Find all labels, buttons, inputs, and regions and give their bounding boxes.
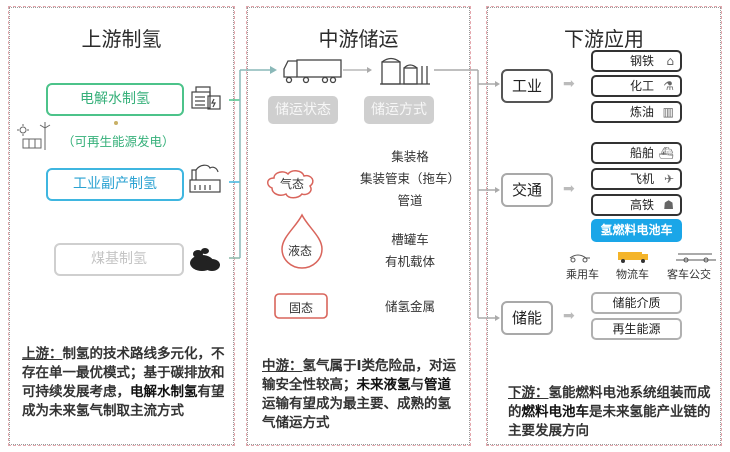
bus-icon (676, 253, 716, 263)
item-label: 炼油 (629, 105, 654, 119)
vehicle-bus: 客车公交 (667, 268, 711, 281)
solid-methods: 储氢金属 (355, 296, 465, 318)
method-item: 槽罐车 (391, 232, 429, 247)
item-label: 再生能源 (612, 322, 661, 336)
method-item: 有机载体 (384, 254, 435, 269)
airplane-icon: ✈ (663, 172, 674, 186)
item-chemical: 化工 ⚗ (591, 75, 682, 97)
item-steel: 钢铁 ⌂ (591, 50, 682, 72)
item-label: 钢铁 (629, 54, 654, 68)
midstream-note-bold2: 管道 (424, 377, 451, 393)
method-item: 管道 (397, 193, 423, 208)
upstream-note: 上游：制氢的技术路线多元化，不存在单一最优模式；基于碳排放和可持续发展考虑，电解… (22, 345, 227, 421)
state-solid-label: 固态 (289, 301, 314, 315)
train-icon: ☗ (663, 198, 674, 212)
upstream-panel: 上游制氢 (8, 6, 235, 446)
gas-methods: 集装格 集装管束（拖车） 管道 (355, 146, 465, 212)
category-transport: 交通 (501, 173, 553, 207)
tag-storage-method: 储运方式 (364, 96, 434, 124)
chemical-plant-icon: ⚗ (663, 79, 674, 93)
item-renewable-energy: 再生能源 (591, 318, 682, 340)
downstream-note-text1: 氢能燃料电池系统组装而成的 (508, 385, 711, 420)
midstream-note-text2: 运输有望成为最主要、成熟的氢气储运方式 (262, 396, 451, 431)
vehicle-logistics: 物流车 (616, 268, 649, 281)
downstream-note: 下游：氢能燃料电池系统组装而成的燃料电池车是未来氢能产业链的主要发展方向 (508, 384, 713, 441)
connector-dot (114, 121, 118, 125)
arrow-right-icon: ➡ (563, 181, 575, 197)
steel-plant-icon: ⌂ (666, 54, 674, 68)
vehicle-icons (569, 252, 716, 263)
midstream-title: 中游储运 (318, 27, 399, 51)
fuel-cell-vehicle-badge: 氢燃料电池车 (591, 219, 682, 242)
item-train: 高铁 ☗ (591, 194, 682, 216)
downstream-note-text2: 是未来氢能产业链的主要发展方向 (508, 404, 711, 439)
method-item: 集装管束（拖车） (359, 171, 460, 186)
method-item: 储氢金属 (384, 299, 435, 314)
upstream-note-text1: 制氢的技术路线多元化，不存在单一最优模式；基于碳排放和可持续发展考虑， (22, 346, 225, 400)
liquid-methods: 槽罐车 有机载体 (355, 229, 465, 273)
item-ship: 船舶 ⛴ (591, 142, 682, 164)
vehicle-passenger: 乘用车 (566, 268, 599, 281)
upstream-title: 上游制氢 (81, 27, 162, 51)
midstream-panel: 中游储运 (246, 6, 471, 446)
upstream-note-bold: 电解水制氢 (130, 384, 198, 400)
upstream-note-text2: 有望成为未来氢气制取主流方式 (22, 384, 225, 419)
item-label: 储能介质 (612, 296, 661, 310)
category-energy-storage: 储能 (501, 301, 553, 335)
ship-icon: ⛴ (658, 146, 674, 160)
downstream-note-bold: 燃料电池车 (521, 404, 590, 420)
item-airplane: 飞机 ✈ (591, 168, 682, 190)
upstream-note-prefix: 上游： (22, 346, 63, 362)
item-refinery: 炼油 ▥ (591, 101, 682, 123)
midstream-note: 中游：氢气属于I类危险品，对运输安全性较高；未来液氢与管道运输有望成为最主要、成… (262, 357, 462, 433)
arrow-right-icon: ➡ (563, 308, 575, 324)
downstream-note-prefix: 下游： (508, 385, 549, 401)
item-label: 高铁 (629, 198, 654, 212)
method-item: 集装格 (391, 149, 429, 164)
state-liquid-label: 液态 (288, 244, 313, 258)
category-industry: 工业 (501, 69, 553, 103)
item-storage-medium: 储能介质 (591, 292, 682, 314)
downstream-title: 下游应用 (564, 27, 644, 51)
downstream-panel: 下游应用 (486, 6, 722, 446)
route-coal: 煤基制氢 (54, 243, 184, 276)
midstream-note-prefix: 中游： (262, 358, 303, 374)
midstream-note-text1: 氢气属于I类危险品，对运输安全性较高； (262, 358, 457, 393)
route-electrolysis: 电解水制氢 (46, 83, 184, 116)
arrow-right-icon: ➡ (563, 76, 575, 92)
midstream-note-bold1: 未来液氢 (356, 377, 411, 393)
route-industrial-byproduct: 工业副产制氢 (46, 168, 184, 201)
item-label: 船舶 (629, 146, 654, 160)
renewable-note: （可再生能源发电） (62, 134, 175, 149)
midstream-note-mid: 与 (410, 377, 425, 393)
item-label: 化工 (629, 79, 654, 93)
refinery-icon: ▥ (662, 105, 674, 119)
tag-storage-state: 储运状态 (268, 96, 338, 124)
passenger-car-icon (569, 254, 590, 263)
item-label: 飞机 (629, 172, 654, 186)
state-gas-label: 气态 (280, 177, 305, 191)
logistics-truck-icon (618, 252, 648, 263)
